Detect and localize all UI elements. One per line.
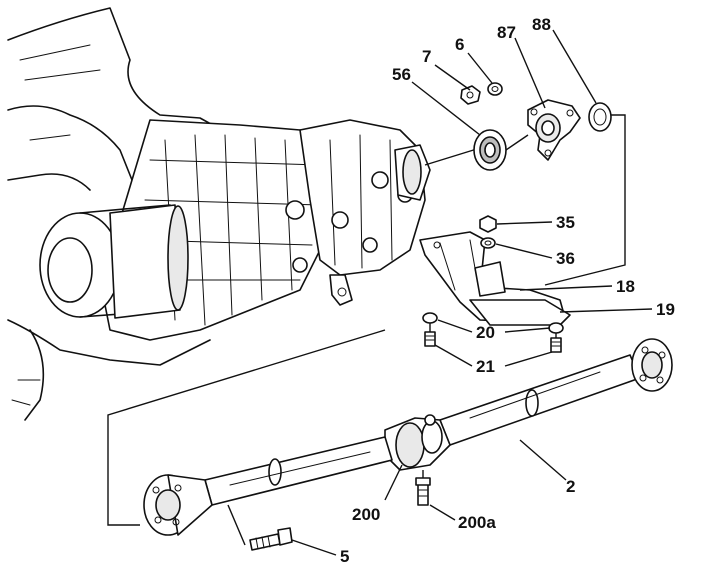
bolt-part-21-right bbox=[550, 337, 562, 353]
callout-87: 87 bbox=[497, 23, 516, 42]
callout-5: 5 bbox=[340, 547, 349, 566]
washer-part-20-left bbox=[422, 312, 438, 324]
bolt-part-200a bbox=[415, 477, 431, 506]
callout-leaders bbox=[291, 29, 653, 556]
washer-part-6 bbox=[487, 82, 503, 96]
bolt-part-5 bbox=[249, 527, 293, 551]
callout-88: 88 bbox=[532, 15, 551, 34]
mount-plate-part-19 bbox=[469, 299, 571, 326]
nut-part-7 bbox=[460, 85, 481, 105]
callout-18: 18 bbox=[616, 277, 635, 296]
callout-21: 21 bbox=[476, 357, 495, 376]
callout-7: 7 bbox=[422, 47, 431, 66]
washer-part-36 bbox=[480, 237, 496, 249]
callout-2: 2 bbox=[566, 477, 575, 496]
callout-36: 36 bbox=[556, 249, 575, 268]
callout-19: 19 bbox=[656, 300, 675, 319]
callout-6: 6 bbox=[455, 35, 464, 54]
propeller-shaft-part-2 bbox=[143, 338, 673, 536]
callout-200: 200 bbox=[352, 505, 380, 524]
washer-part-20-right bbox=[548, 322, 564, 334]
guide-line-right-bracket bbox=[544, 114, 626, 286]
callout-56: 56 bbox=[392, 65, 411, 84]
companion-flange-part-87 bbox=[527, 99, 581, 161]
guide-line-left-frame bbox=[107, 329, 386, 526]
seal-ring-part-56 bbox=[473, 129, 507, 171]
callout-35: 35 bbox=[556, 213, 575, 232]
transmission-housing bbox=[7, 7, 431, 421]
callout-20: 20 bbox=[476, 323, 495, 342]
callout-200a: 200a bbox=[458, 513, 496, 532]
guide-line-upper bbox=[424, 147, 481, 166]
nut-part-35 bbox=[479, 215, 497, 233]
o-ring-part-88 bbox=[588, 102, 612, 132]
bolt-part-21-left bbox=[424, 331, 436, 347]
